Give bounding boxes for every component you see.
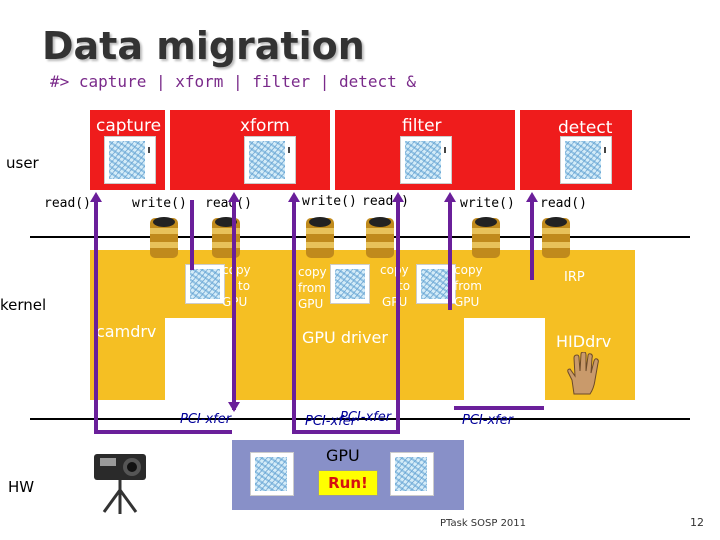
- user-kernel-boundary: [30, 236, 690, 238]
- copy-from-gpu-line3: GPU: [298, 297, 324, 311]
- page-number: 12: [690, 516, 704, 529]
- flow-arrow: [448, 200, 452, 310]
- pipe-icon: [542, 217, 570, 258]
- syscall-read: read(): [205, 196, 252, 211]
- flow-arrow: [454, 406, 544, 410]
- kernel-layer-label: kernel: [0, 296, 47, 314]
- flow-arrow: [530, 200, 534, 280]
- syscall-read: read(): [44, 196, 91, 211]
- gpu-run-badge: Run!: [318, 470, 378, 496]
- data-image-icon: [104, 136, 156, 184]
- pci-xfer-label: PCI-xfer: [462, 413, 514, 428]
- arrow-head: [288, 192, 300, 202]
- user-layer-label: user: [6, 154, 39, 172]
- data-image-icon: [400, 136, 452, 184]
- arrow-head: [444, 192, 456, 202]
- pipe-icon: [150, 217, 178, 258]
- data-image-icon: [560, 136, 612, 184]
- syscall-write: write(): [302, 194, 357, 209]
- copy-from-gpu-line2: from: [454, 279, 482, 293]
- copy-to-gpu-line2: to: [238, 279, 251, 293]
- kernel-hw-boundary: [30, 418, 690, 420]
- flow-arrow: [190, 200, 194, 270]
- syscall-read: read(): [540, 196, 587, 211]
- gpu-driver-box: [232, 318, 464, 400]
- flow-arrow: [232, 200, 236, 410]
- syscall-write: write(): [460, 196, 515, 211]
- flow-arrow: [94, 430, 232, 434]
- process-xform-label: xform: [240, 116, 290, 136]
- hw-layer-label: HW: [8, 478, 35, 496]
- pipe-icon: [306, 217, 334, 258]
- flow-arrow: [292, 430, 400, 434]
- hiddrv-label: HIDdrv: [556, 332, 612, 351]
- gpu-driver-label: GPU driver: [302, 328, 388, 347]
- process-filter-label: filter: [402, 116, 442, 136]
- hand-icon: [567, 352, 599, 395]
- copy-from-gpu-line2: from: [298, 281, 326, 295]
- process-capture-label: capture: [96, 116, 162, 136]
- pci-xfer-label: PCI-xfer: [340, 410, 392, 425]
- pipe-icon: [212, 217, 240, 258]
- page-title: Data migration: [42, 24, 365, 68]
- arrow-head: [392, 192, 404, 202]
- copy-from-gpu-line1: copy: [298, 265, 327, 279]
- camdrv-label: camdrv: [96, 322, 157, 341]
- data-image-icon: [250, 452, 294, 496]
- copy-from-gpu-line3: GPU: [454, 295, 480, 309]
- flow-arrow: [94, 200, 98, 434]
- copy-to-gpu-line1: copy: [380, 263, 409, 277]
- flow-arrow: [292, 200, 296, 434]
- data-image-icon: [244, 136, 296, 184]
- data-image-icon: [390, 452, 434, 496]
- pipe-icon: [366, 217, 394, 258]
- command-pipeline: #> capture | xform | filter | detect &: [50, 72, 417, 91]
- process-detect-label: detect: [558, 118, 613, 138]
- data-image-icon: [330, 264, 370, 304]
- arrow-head: [228, 192, 240, 202]
- syscall-write: write(): [132, 196, 187, 211]
- arrow-head: [526, 192, 538, 202]
- copy-to-gpu-line1: copy: [222, 263, 251, 277]
- footer-venue: PTask SOSP 2011: [440, 518, 527, 529]
- pci-xfer-label: PCI-xfer: [305, 414, 357, 429]
- camdrv-box: [90, 318, 165, 400]
- camera-icon: [94, 454, 146, 514]
- data-image-icon: [185, 264, 225, 304]
- copy-from-gpu-line1: copy: [454, 263, 483, 277]
- arrow-head: [90, 192, 102, 202]
- pipe-icon: [472, 217, 500, 258]
- copy-to-gpu-line2: to: [398, 279, 411, 293]
- copy-to-gpu-line3: GPU: [382, 295, 408, 309]
- gpu-label: GPU: [326, 446, 360, 465]
- flow-arrow: [396, 200, 400, 434]
- arrow-head: [228, 402, 240, 412]
- irp-label: IRP: [564, 270, 585, 285]
- pci-xfer-label: PCI-xfer: [180, 412, 232, 427]
